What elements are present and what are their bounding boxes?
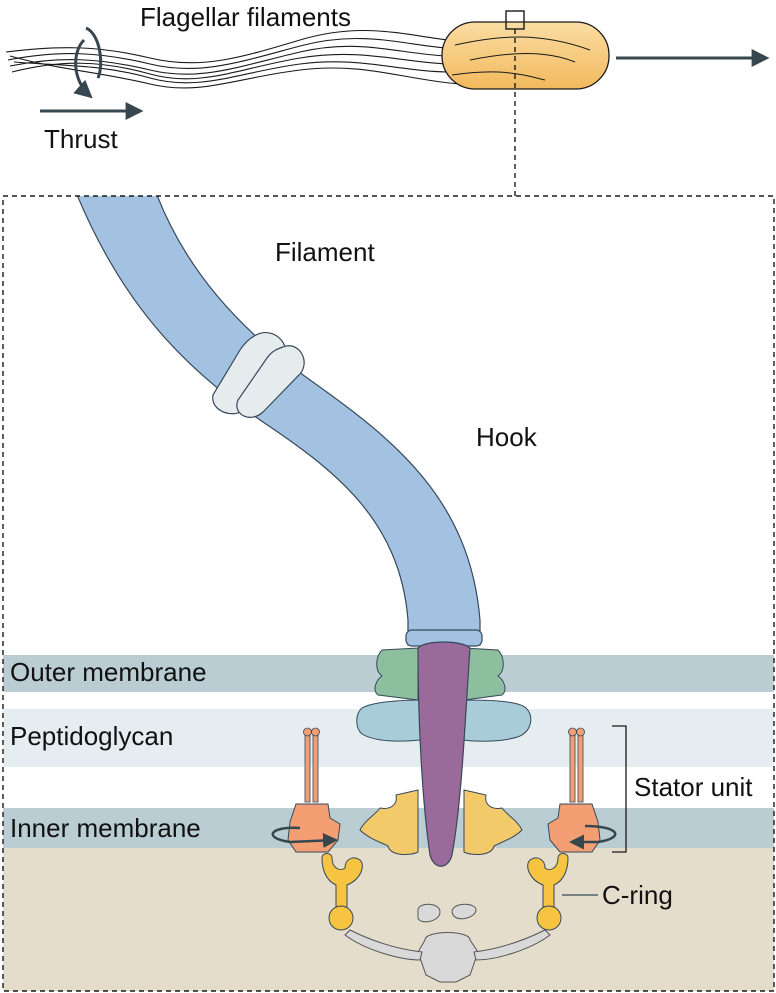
stator-rotation-arrow-left-icon <box>271 826 338 849</box>
flagella-bundle <box>5 29 461 89</box>
thrust-label: Thrust <box>44 124 118 154</box>
stator-unit-left <box>271 727 341 853</box>
stator-rotation-arrow-right-icon <box>569 824 617 850</box>
ms-ring <box>359 789 523 855</box>
peptidoglycan-label: Peptidoglycan <box>10 721 173 751</box>
hook-label: Hook <box>476 422 538 452</box>
inner-membrane-label: Inner membrane <box>10 813 201 843</box>
rod <box>417 641 471 867</box>
cytoplasm <box>3 848 774 991</box>
stator-unit-bracket <box>612 725 627 853</box>
outer-membrane-label: Outer membrane <box>10 657 207 687</box>
cell-surface-flagella <box>451 36 591 81</box>
export-apparatus <box>344 903 551 983</box>
l-ring <box>374 647 506 701</box>
rotation-arrow-icon <box>73 26 103 99</box>
stator-unit-label: Stator unit <box>634 772 753 802</box>
cell-body <box>441 21 610 90</box>
motor-detail-panel <box>3 196 774 991</box>
c-ring-right <box>527 853 569 931</box>
stator-unit-right <box>547 727 617 853</box>
p-ring <box>356 699 532 742</box>
c-ring-left <box>321 853 363 931</box>
c-ring-label: C-ring <box>602 880 673 910</box>
filament-label: Filament <box>275 237 375 267</box>
hook-filament-junction <box>212 332 305 418</box>
flagellar-filaments-label: Flagellar filaments <box>140 2 351 32</box>
cell-overview <box>5 10 770 196</box>
